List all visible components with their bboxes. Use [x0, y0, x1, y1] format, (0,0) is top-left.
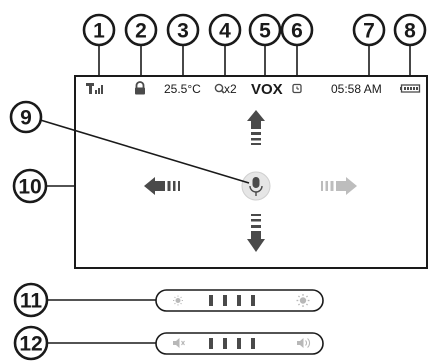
sun-high-icon [296, 294, 310, 307]
speaker-icon [297, 338, 310, 348]
lock-icon [135, 81, 145, 95]
zoom-level: x2 [224, 82, 237, 96]
callout-9-label: 9 [20, 107, 32, 130]
arrow-down-icon [247, 214, 265, 252]
zoom-indicator: x2 [214, 82, 237, 96]
callout-3: 3 [166, 13, 200, 47]
callout-5-label: 5 [259, 20, 271, 43]
callout-8: 8 [393, 13, 427, 47]
signal-icon [86, 83, 103, 94]
brightness-slider [155, 289, 324, 312]
top-leaders [98, 46, 411, 76]
leader-9 [36, 118, 250, 184]
arrow-right-icon [321, 177, 357, 195]
callout-10-label: 10 [18, 176, 41, 199]
microphone-button [241, 171, 271, 201]
zoom-icon [214, 83, 225, 94]
callout-1: 1 [82, 13, 116, 47]
callout-7: 7 [352, 13, 386, 47]
arrow-up-icon [247, 110, 265, 145]
mute-icon [173, 338, 185, 348]
callout-4: 4 [208, 13, 242, 47]
clock-readout: 05:58 AM [331, 82, 382, 96]
status-bar: 25.5°C x2 VOX 05:58 AM [86, 81, 421, 98]
callout-6-label: 6 [291, 20, 303, 43]
callout-11: 11 [13, 282, 49, 318]
callout-12: 12 [13, 325, 49, 361]
volume-segments [209, 338, 255, 349]
callout-12-label: 12 [19, 333, 42, 356]
callout-6: 6 [280, 13, 314, 47]
callout-3-label: 3 [177, 20, 189, 43]
microphone-icon [249, 177, 263, 196]
callout-7-label: 7 [363, 20, 375, 43]
brightness-segments [209, 295, 255, 306]
callout-8-label: 8 [404, 20, 416, 43]
callout-1-label: 1 [93, 20, 105, 43]
callout-5: 5 [248, 13, 282, 47]
volume-slider [155, 332, 324, 355]
sun-low-icon [173, 295, 183, 306]
vox-indicator: VOX [251, 81, 283, 98]
timer-icon [292, 83, 302, 94]
battery-icon [400, 84, 421, 93]
callout-4-label: 4 [219, 20, 231, 43]
callout-10: 10 [12, 168, 48, 204]
arrow-left-icon [144, 177, 180, 195]
callout-2-label: 2 [135, 20, 147, 43]
callout-9: 9 [9, 100, 43, 134]
temperature-readout: 25.5°C [164, 82, 201, 96]
callout-2: 2 [124, 13, 158, 47]
callout-11-label: 11 [20, 290, 43, 313]
